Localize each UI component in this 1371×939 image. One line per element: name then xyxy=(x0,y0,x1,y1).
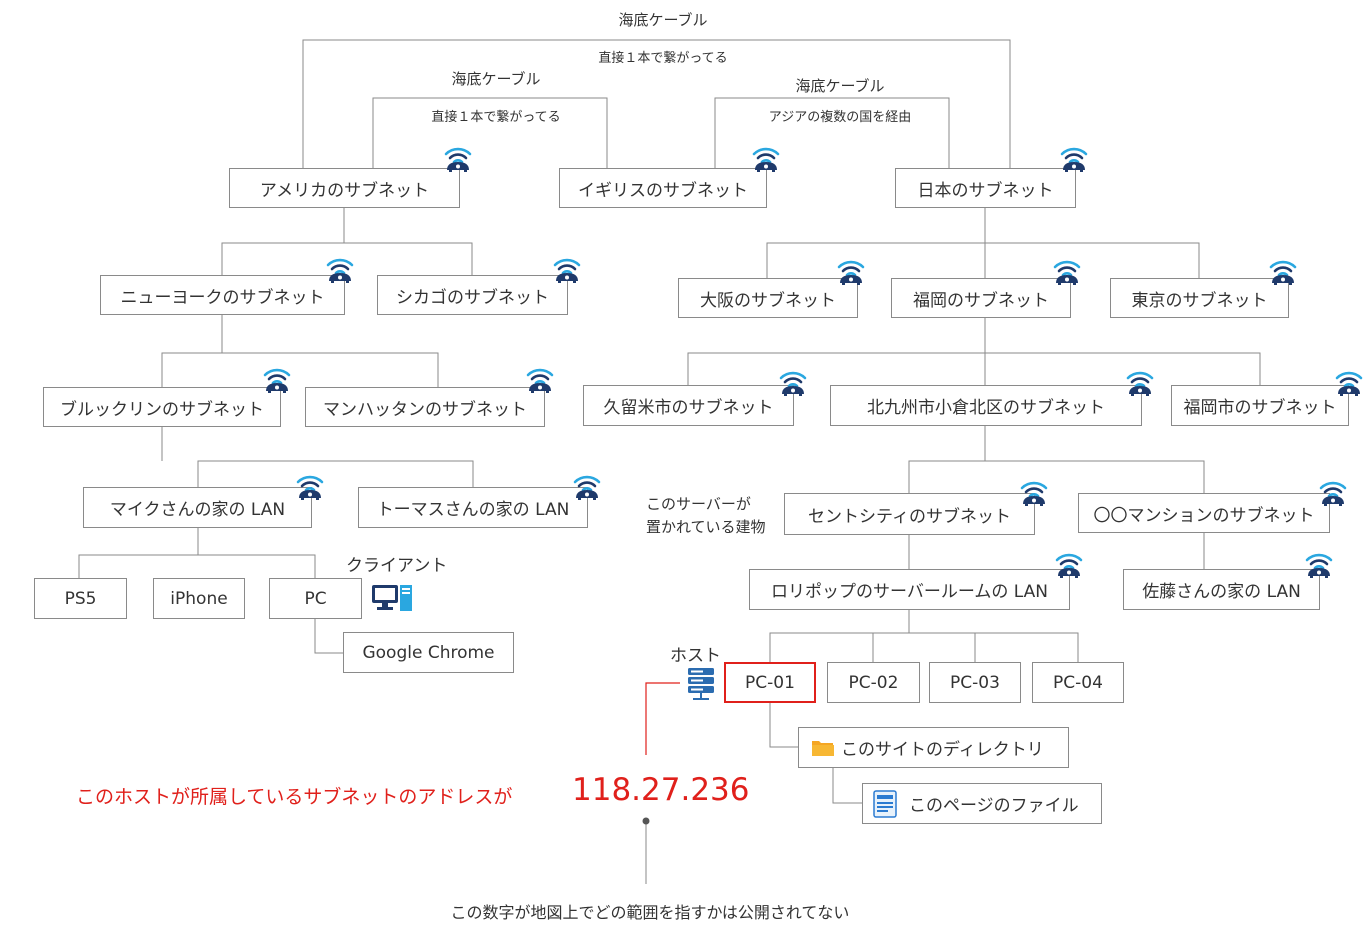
node-brooklyn-subnet[interactable]: ブルックリンのサブネット xyxy=(43,387,281,427)
subnet-ip-address: 118.27.236 xyxy=(572,772,750,808)
folder-icon xyxy=(812,740,834,756)
node-ps5[interactable]: PS5 xyxy=(34,578,127,619)
node-pc02[interactable]: PC-02 xyxy=(827,662,920,703)
server-icon xyxy=(688,668,714,700)
cable-label-right: 海底ケーブル xyxy=(795,77,885,95)
wifi-router-icon xyxy=(837,260,865,285)
cable-sub-top: 直接１本で繋がってる xyxy=(598,51,728,66)
node-kurume-subnet[interactable]: 久留米市のサブネット xyxy=(583,385,794,426)
node-lolipop-lan[interactable]: ロリポップのサーバールームの LAN xyxy=(749,569,1070,610)
node-fukuoka-subnet[interactable]: 福岡のサブネット xyxy=(891,278,1071,318)
node-pc01[interactable]: PC-01 xyxy=(724,662,816,703)
node-japan-subnet[interactable]: 日本のサブネット xyxy=(895,168,1076,208)
wifi-router-icon xyxy=(1305,553,1333,578)
wifi-router-icon xyxy=(444,147,472,172)
desktop-pc-icon xyxy=(372,585,412,611)
wifi-router-icon xyxy=(263,368,291,393)
node-fukuoka-city-subnet[interactable]: 福岡市のサブネット xyxy=(1171,385,1349,426)
node-pc[interactable]: PC xyxy=(269,578,362,619)
wifi-router-icon xyxy=(1053,260,1081,285)
wifi-router-icon xyxy=(1126,371,1154,396)
document-icon xyxy=(873,789,897,818)
wifi-router-icon xyxy=(779,371,807,396)
node-mike-lan[interactable]: マイクさんの家の LAN xyxy=(83,487,312,528)
node-google-chrome[interactable]: Google Chrome xyxy=(343,632,514,673)
node-kitakyushu-subnet[interactable]: 北九州市小倉北区のサブネット xyxy=(830,385,1142,426)
host-label: ホスト xyxy=(670,646,721,666)
wifi-router-icon xyxy=(1319,481,1347,506)
subnet-address-note: このホストが所属しているサブネットのアドレスが xyxy=(76,786,513,808)
wifi-router-icon xyxy=(1055,553,1083,578)
node-uk-subnet[interactable]: イギリスのサブネット xyxy=(559,168,767,208)
node-pc04[interactable]: PC-04 xyxy=(1032,662,1124,703)
cable-label-top: 海底ケーブル xyxy=(618,11,708,29)
node-osaka-subnet[interactable]: 大阪のサブネット xyxy=(678,278,858,318)
node-newyork-subnet[interactable]: ニューヨークのサブネット xyxy=(100,275,345,315)
node-thomas-lan[interactable]: トーマスさんの家の LAN xyxy=(358,487,588,528)
node-manhattan-subnet[interactable]: マンハッタンのサブネット xyxy=(305,387,545,427)
wifi-router-icon xyxy=(752,147,780,172)
wifi-router-icon xyxy=(1020,481,1048,506)
node-sato-lan[interactable]: 佐藤さんの家の LAN xyxy=(1123,569,1320,610)
footnote: この数字が地図上でどの範囲を指すかは公開されてない xyxy=(450,903,850,922)
wifi-router-icon xyxy=(553,258,581,283)
wifi-router-icon xyxy=(526,368,554,393)
page-file-label: このページのファイル xyxy=(909,796,1079,816)
node-page-file[interactable]: このページのファイル xyxy=(862,783,1102,824)
wifi-router-icon xyxy=(573,475,601,500)
site-directory-label: このサイトのディレクトリ xyxy=(841,740,1044,760)
node-mansion-subnet[interactable]: 〇〇マンションのサブネット xyxy=(1078,493,1330,533)
node-pc03[interactable]: PC-03 xyxy=(929,662,1021,703)
building-label-line2: 置かれている建物 xyxy=(646,518,766,536)
cable-sub-left: 直接１本で繋がってる xyxy=(431,110,561,125)
node-centcity-subnet[interactable]: セントシティのサブネット xyxy=(784,493,1035,535)
wifi-router-icon xyxy=(1335,371,1363,396)
client-label: クライアント xyxy=(346,556,448,576)
wifi-router-icon xyxy=(1269,260,1297,285)
node-iphone[interactable]: iPhone xyxy=(153,578,245,619)
cable-sub-right: アジアの複数の国を経由 xyxy=(768,110,912,125)
building-label-line1: このサーバーが xyxy=(646,495,751,513)
node-site-directory[interactable]: このサイトのディレクトリ xyxy=(798,727,1069,768)
wifi-router-icon xyxy=(296,475,324,500)
node-tokyo-subnet[interactable]: 東京のサブネット xyxy=(1110,278,1289,318)
wifi-router-icon xyxy=(1060,147,1088,172)
cable-label-left: 海底ケーブル xyxy=(451,70,541,88)
wifi-router-icon xyxy=(326,258,354,283)
node-chicago-subnet[interactable]: シカゴのサブネット xyxy=(377,275,568,315)
node-america-subnet[interactable]: アメリカのサブネット xyxy=(229,168,460,208)
